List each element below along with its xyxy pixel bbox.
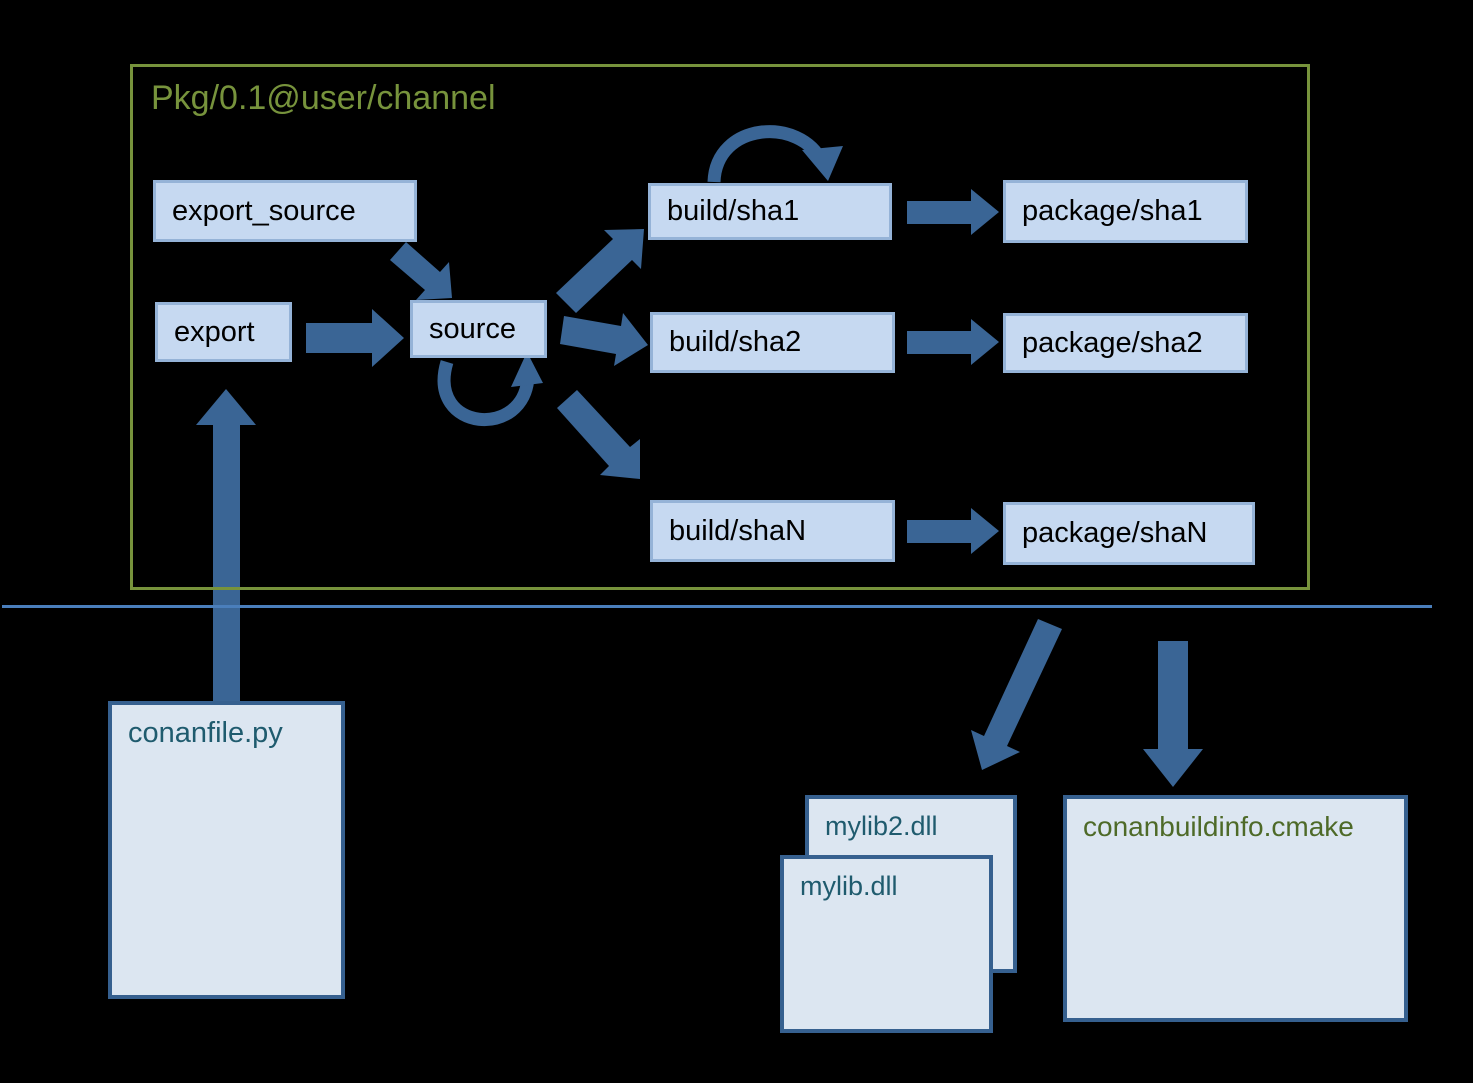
arrow-divider-to-cmake [1143,641,1203,787]
node-package-sha1: package/sha1 [1003,180,1248,243]
arrow-export-to-source [306,309,404,367]
file-mylib2-label: mylib2.dll [825,811,938,841]
node-export: export [155,302,292,362]
file-conanfile: conanfile.py [108,701,345,999]
build-sha1-self-loop-arrow-head [802,146,843,181]
file-conanfile-label: conanfile.py [128,717,283,749]
node-package-sha2: package/sha2 [1003,313,1248,373]
build-sha1-self-loop-arrow [707,125,828,183]
node-build-sha2: build/sha2 [650,312,895,373]
file-conanbuildinfo: conanbuildinfo.cmake [1063,795,1408,1022]
node-package-shaN: package/shaN [1003,502,1255,565]
arrow-conanfile-to-export [196,389,256,701]
arrow-source-to-build-sha2 [560,313,648,366]
arrow-source-to-build-shaN [557,390,640,479]
source-self-loop-arrow [437,360,535,426]
node-source: source [410,300,547,358]
file-mylib: mylib.dll [780,855,993,1033]
arrow-build2-to-package2 [907,319,999,365]
file-mylib-label: mylib.dll [800,871,898,901]
arrow-build1-to-package1 [907,189,999,235]
arrow-divider-to-mylib [971,619,1062,770]
node-export-source: export_source [153,180,417,242]
file-conanbuildinfo-label: conanbuildinfo.cmake [1083,811,1354,842]
node-build-sha1: build/sha1 [648,183,892,240]
divider-line [2,605,1432,608]
arrow-source-to-build-sha1 [556,229,644,313]
package-recipe-box: Pkg/0.1@user/channel [130,64,1310,590]
arrow-exportsource-to-source [390,242,452,300]
node-build-shaN: build/shaN [650,500,895,562]
package-title: Pkg/0.1@user/channel [151,79,496,117]
arrow-buildN-to-packageN [907,508,999,554]
source-self-loop-arrow-head [511,352,543,387]
